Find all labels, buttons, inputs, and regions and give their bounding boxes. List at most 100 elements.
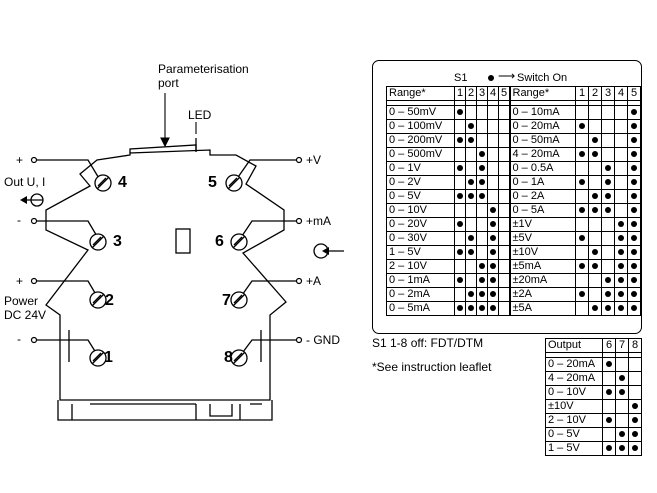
out-ui-label: Out U, I: [4, 175, 46, 189]
switch-cell: [614, 189, 628, 204]
switch-cell: [615, 399, 629, 414]
switch-on-dot-icon: [619, 389, 625, 396]
range-cell: ±5A: [508, 301, 576, 316]
switch-on-dot-icon: [479, 193, 485, 200]
range-cell: ±20mA: [508, 273, 576, 288]
terminal-2: 2: [105, 292, 114, 309]
terminal-3: 3: [113, 233, 122, 250]
table-row: ±10V: [545, 399, 642, 414]
switch-cell: [487, 287, 499, 302]
switch-on-dot-icon: [619, 431, 625, 438]
switch-cell: [615, 427, 629, 442]
switch-on-dot-icon: [605, 277, 611, 284]
switch-on-dot-icon: [490, 207, 496, 214]
switch-number-header: 1: [575, 86, 589, 101]
range-cell: 0 – 5V: [386, 189, 455, 204]
switch-cell: [627, 147, 641, 162]
range-cell: ±5mA: [508, 259, 576, 274]
range-header: Range*: [386, 86, 455, 101]
switch-cell: [454, 273, 466, 288]
switch-cell: [575, 273, 589, 288]
switch-cell: [614, 217, 628, 232]
arrow-right-icon: ⟶: [498, 69, 516, 83]
switch-on-dot-icon: [592, 207, 598, 214]
switch-cell: [575, 245, 589, 260]
switch-cell: [627, 119, 641, 134]
switch-cell: [575, 133, 589, 148]
switch-cell: [454, 161, 466, 176]
switch-cell: [465, 203, 477, 218]
range-cell: 0 – 5mA: [386, 301, 455, 316]
switch-on-dot-icon: [631, 263, 637, 270]
output-header: Output: [545, 338, 603, 353]
wire-v: [235, 159, 296, 181]
terminal-7: 7: [222, 292, 231, 309]
switch-on-dot-icon: [631, 291, 637, 298]
switch-cell: [627, 133, 641, 148]
wire-minus-top: [36, 220, 99, 239]
switch-cell: [465, 231, 477, 246]
screw-terminal-icon: [89, 291, 107, 309]
switch-cell: [628, 385, 642, 400]
switch-cell: [487, 189, 499, 204]
switch-cell: [476, 119, 488, 134]
switch-cell: [487, 203, 499, 218]
switch-cell: [627, 245, 641, 260]
switch-cell: [465, 147, 477, 162]
range-cell: 0 – 2A: [508, 189, 576, 204]
switch-cell: [615, 385, 629, 400]
switch-cell: [487, 119, 499, 134]
switch-cell: [627, 161, 641, 176]
switch-cell: [588, 175, 602, 190]
table-row: 0 – 5mA ±5A: [386, 301, 641, 316]
switch-cell: [465, 245, 477, 260]
switch-cell: [601, 133, 615, 148]
range-cell: 4 – 20mA: [508, 147, 576, 162]
switch-cell: [628, 357, 642, 372]
switch-cell: [498, 231, 510, 246]
screw-terminal-icon: [225, 174, 243, 192]
switch-cell: [476, 273, 488, 288]
switch-cell: [588, 189, 602, 204]
switch-on-dot-icon: [490, 291, 496, 298]
switch-on-dot-icon: [457, 165, 463, 172]
ma-label: +mA: [306, 214, 332, 228]
switch-cell: [614, 301, 628, 316]
switch-cell: [627, 301, 641, 316]
switch-cell: [465, 119, 477, 134]
switch-on-dot-icon: [632, 417, 638, 424]
v-label: +V: [306, 153, 322, 167]
switch-cell: [498, 259, 510, 274]
switch-cell: [601, 105, 615, 120]
switch-on-dot-icon: [618, 249, 624, 256]
table-row: 1 – 5V±10V: [386, 245, 641, 260]
switch-number-header: 1: [454, 86, 466, 101]
switch-on-dot-icon: [631, 305, 637, 312]
range-cell: 0 – 10mA: [508, 105, 576, 120]
switch-on-dot-icon: [457, 109, 463, 116]
switch-cell: [575, 161, 589, 176]
switch-on-dot-icon: [618, 291, 624, 298]
switch-on-dot-icon: [579, 123, 585, 130]
switch-cell: [476, 217, 488, 232]
switch-on-dot-icon: [457, 137, 463, 144]
terminal-5: 5: [208, 174, 217, 191]
switch-cell: [601, 203, 615, 218]
switch-on-dot-icon: [479, 277, 485, 284]
switch-on-dot-icon: [631, 235, 637, 242]
switch-on-dot-icon: [631, 207, 637, 214]
switch-table-panel: [372, 60, 642, 334]
switch-cell: [602, 385, 616, 400]
switch-cell: [601, 287, 615, 302]
switch-cell: [498, 287, 510, 302]
switch-number-header: 5: [498, 86, 510, 101]
table-row: 0 – 30V±5V: [386, 231, 641, 246]
switch-cell: [615, 413, 629, 428]
switch-cell: [575, 119, 589, 134]
switch-cell: [465, 287, 477, 302]
